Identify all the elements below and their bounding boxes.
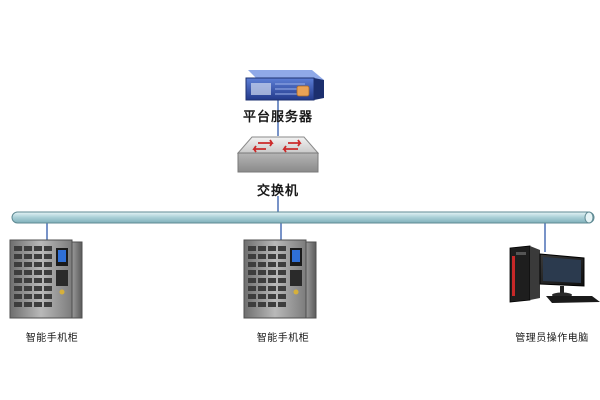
network-switch-icon: [236, 136, 320, 173]
desktop-computer-icon: [509, 245, 600, 303]
admin-pc-label: 管理员操作电脑: [515, 333, 589, 344]
cabinet-2-label: 智能手机柜: [256, 333, 310, 344]
server-label: 平台服务器: [242, 110, 314, 125]
cabinet-1-label: 智能手机柜: [25, 333, 79, 344]
rack-server-icon: [245, 70, 324, 101]
switch-label: 交换机: [256, 184, 300, 199]
phone-cabinet-icon: [9, 239, 83, 319]
phone-cabinet-icon: [243, 239, 317, 319]
network-bus-pipe: [11, 211, 595, 224]
